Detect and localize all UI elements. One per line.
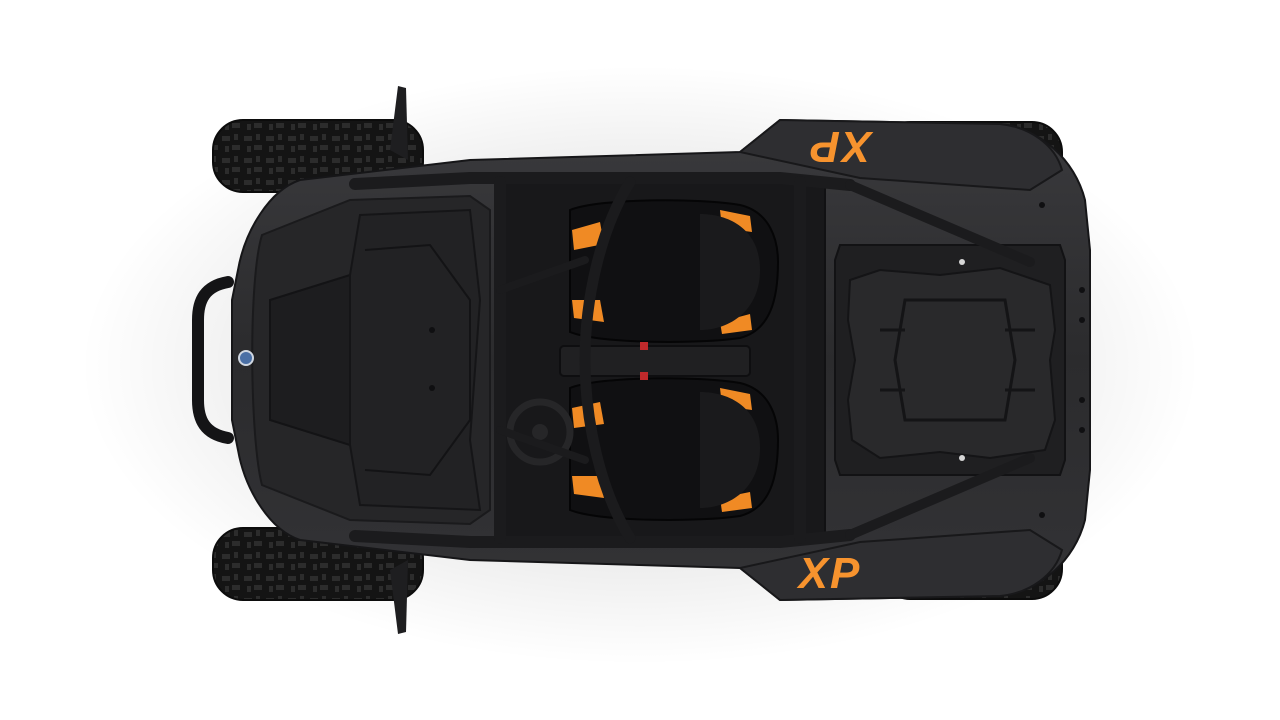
front-seat <box>569 199 780 343</box>
roll-cage <box>349 172 1035 548</box>
cage-rear-brace-lower <box>845 453 1035 540</box>
seatbelt-buckle-left <box>640 342 648 350</box>
right-mirror <box>390 560 408 634</box>
cargo-bed-ridges <box>880 298 1035 422</box>
cage-diagonal-brace <box>496 256 589 464</box>
steering-wheel-hub <box>532 424 548 440</box>
cage-right-rail <box>349 529 856 548</box>
upper-xp-decal: XP <box>809 122 875 171</box>
driver-seat-backrest <box>700 214 760 330</box>
rear-left-fender <box>737 118 1064 192</box>
hood-right-panel <box>349 208 482 512</box>
cage-cross-bar <box>579 176 636 544</box>
center-console <box>559 345 751 377</box>
passenger-seat-accent-right <box>572 476 604 498</box>
passenger-seat <box>569 377 780 521</box>
cage-left-rail <box>349 172 856 191</box>
hood-center-panel <box>269 273 351 447</box>
seatbelt-buckle-right <box>640 372 648 380</box>
body-bolts <box>429 202 1085 518</box>
driver-seat-accent-bottom <box>720 314 752 334</box>
cargo-tie-downs <box>959 259 965 461</box>
driver-seat-accent-left <box>572 222 604 250</box>
cage-rear-brace-upper <box>845 180 1035 267</box>
lower-xp-decal: XP <box>796 549 862 598</box>
brand-badge-icon <box>238 350 254 366</box>
left-mirror <box>390 86 408 160</box>
front-bumper <box>192 276 234 444</box>
rear-right-fender <box>737 528 1064 602</box>
passenger-seat-backrest <box>700 392 760 508</box>
hood-crease <box>364 243 471 477</box>
cargo-bed-pattern <box>846 266 1057 460</box>
